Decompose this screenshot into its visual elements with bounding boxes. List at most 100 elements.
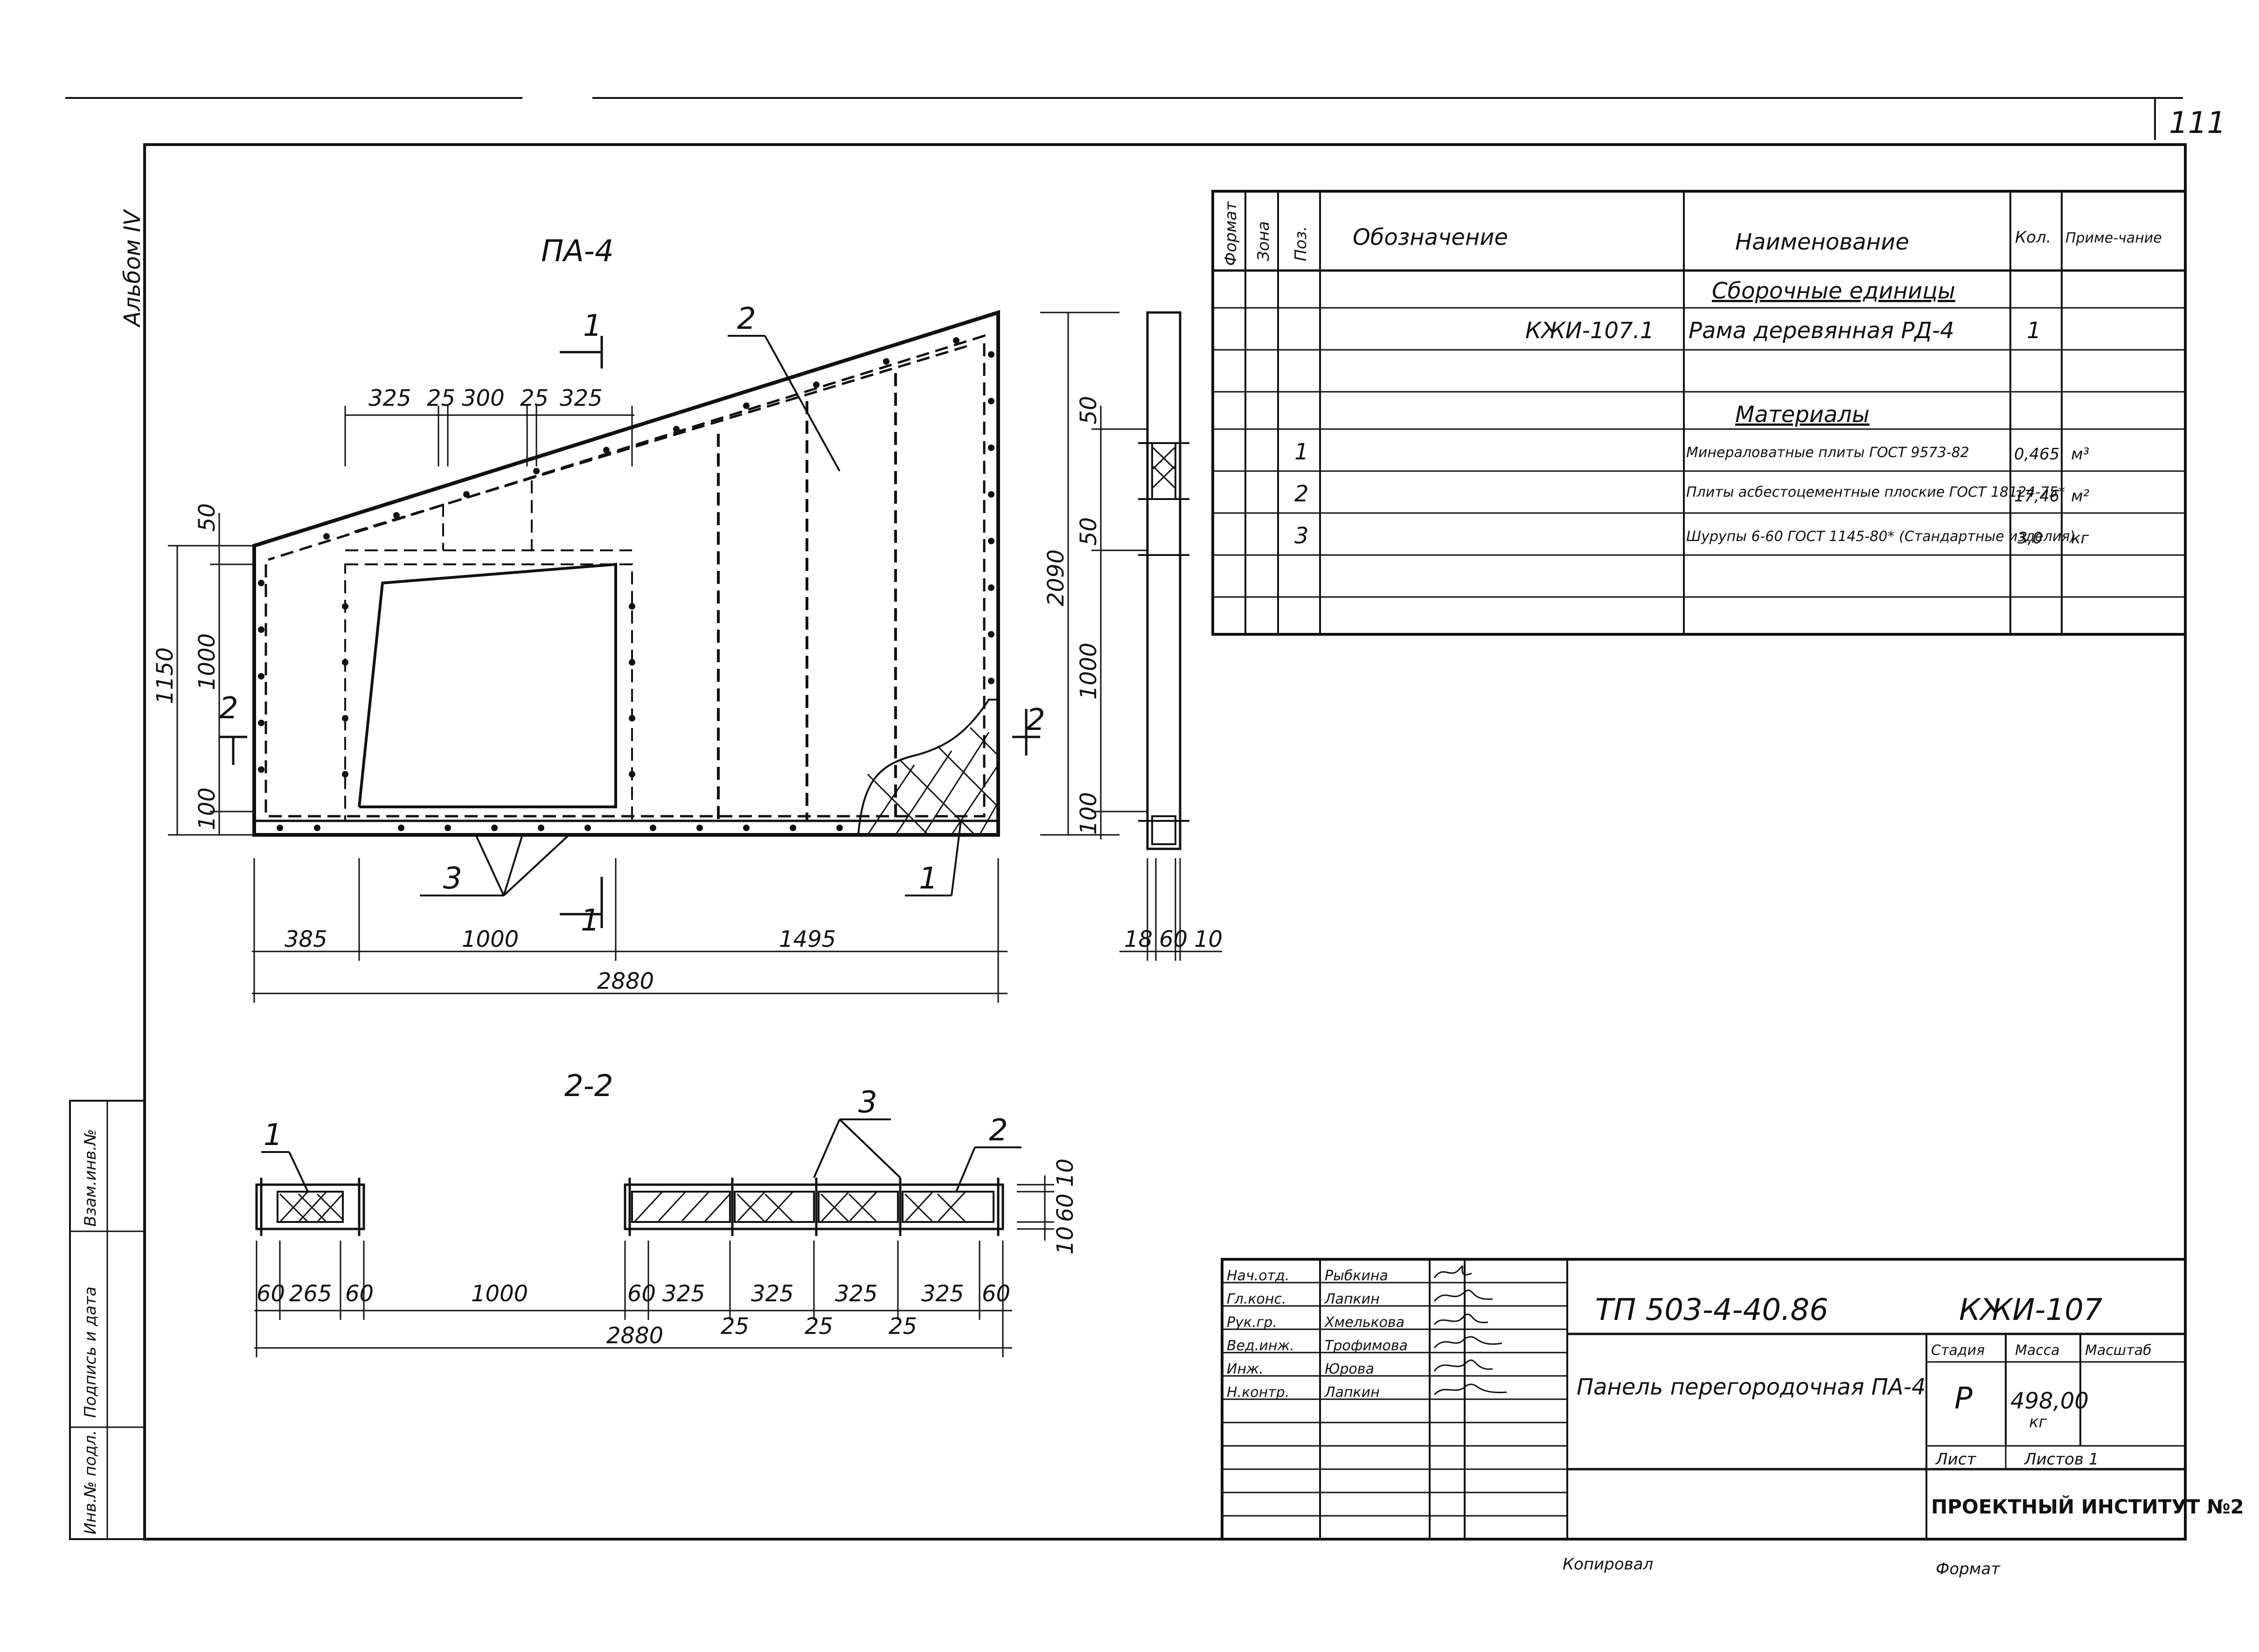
row-designation: КЖИ-107.1 <box>1525 318 1654 344</box>
row-qty: 17,46 <box>2014 487 2059 506</box>
svg-text:10: 10 <box>1052 1159 1078 1187</box>
svg-text:60: 60 <box>1052 1194 1078 1222</box>
svg-text:10: 10 <box>1052 1226 1078 1255</box>
col-format: Формат <box>1222 201 1240 266</box>
section-2-2: 10 60 10 <box>255 1159 1078 1255</box>
signature-scribbles <box>1433 1265 1507 1395</box>
row-note: кг <box>2071 529 2090 548</box>
section-hatch <box>279 1191 966 1223</box>
svg-text:265: 265 <box>289 1281 332 1307</box>
svg-text:1: 1 <box>264 1118 283 1152</box>
spec-table: Формат Зона Поз. Обозначение Наименовани… <box>1211 190 2187 636</box>
top-edge-lines <box>65 97 2183 140</box>
stamp-signature-date: Подпись и дата <box>81 1286 100 1418</box>
album-label: Альбом IV <box>119 209 146 328</box>
elevation-title: ПА-4 <box>541 234 614 269</box>
format-label: Формат <box>1936 1560 2001 1578</box>
svg-text:2: 2 <box>737 302 756 336</box>
col-name: Наименование <box>1735 229 1909 255</box>
sig-role: Гл.конс. <box>1227 1291 1286 1307</box>
screw-dots <box>258 337 994 831</box>
svg-text:60: 60 <box>1159 926 1188 952</box>
insulation-hatch <box>867 727 999 836</box>
svg-text:2090: 2090 <box>1043 549 1069 606</box>
drawing-title: Панель перегородочная ПА-4 <box>1577 1374 1926 1400</box>
row-qty: 0,465 <box>2014 445 2059 464</box>
sig-role: Н.контр. <box>1227 1384 1289 1401</box>
sheets-label: Листов 1 <box>2023 1450 2099 1469</box>
mass-label: Масса <box>2015 1342 2060 1359</box>
svg-text:50: 50 <box>194 503 220 532</box>
sig-name: Юрова <box>1325 1361 1374 1377</box>
stage-label: Стадия <box>1931 1342 1985 1359</box>
sig-name: Лапкин <box>1324 1291 1380 1307</box>
svg-text:100: 100 <box>1076 792 1102 835</box>
svg-text:2880: 2880 <box>597 968 654 994</box>
col-qty: Кол. <box>2015 228 2051 247</box>
svg-text:2: 2 <box>219 691 238 726</box>
scale-label: Масштаб <box>2085 1342 2152 1359</box>
svg-text:50: 50 <box>1076 396 1102 424</box>
section-bottom-dims: 60 265 60 1000 60 325 325 325 325 60 25 … <box>254 1241 1012 1357</box>
svg-text:60: 60 <box>345 1281 374 1307</box>
row-pos: 3 <box>1294 523 1309 549</box>
elevation-right-dim: 2090 <box>1040 312 1119 836</box>
svg-text:60: 60 <box>257 1281 285 1307</box>
side-view: 50 50 1000 100 18 60 10 <box>1076 311 1223 961</box>
row-name: Шурупы 6-60 ГОСТ 1145-80* (Стандартные и… <box>1686 528 2075 545</box>
svg-text:100: 100 <box>194 787 220 830</box>
sig-role: Нач.отд. <box>1227 1268 1289 1284</box>
svg-text:325: 325 <box>368 385 411 411</box>
svg-text:1000: 1000 <box>462 926 519 952</box>
sig-role: Вед.инж. <box>1227 1338 1294 1354</box>
sig-role: Инж. <box>1227 1361 1264 1377</box>
svg-text:300: 300 <box>462 385 505 411</box>
stamp-replace-inv: Взам.инв.№ <box>81 1129 100 1227</box>
sig-name: Хмелькова <box>1324 1314 1404 1331</box>
elevation-callouts: 2 3 1 <box>420 302 962 896</box>
panel-elevation <box>252 310 1000 837</box>
section-mark-2-left: 2 <box>219 691 247 765</box>
svg-text:25: 25 <box>805 1313 833 1340</box>
col-pos: Поз. <box>1292 226 1310 261</box>
sig-name: Трофимова <box>1325 1338 1408 1354</box>
svg-text:2: 2 <box>1026 703 1045 737</box>
side-stamp: Инв.№ подл. Подпись и дата Взам.инв.№ <box>69 1100 146 1540</box>
svg-text:325: 325 <box>662 1281 705 1307</box>
section-mark-1-top: 1 <box>560 309 603 368</box>
row-name: Минераловатные плиты ГОСТ 9573-82 <box>1686 444 1969 461</box>
svg-text:50: 50 <box>1076 517 1102 546</box>
sheet-frame <box>143 143 2187 1541</box>
row-qty: 1 <box>2027 318 2041 344</box>
copied-by: Копировал <box>1563 1555 1653 1574</box>
col-note: Приме-чание <box>2065 230 2162 246</box>
svg-text:60: 60 <box>982 1281 1010 1307</box>
svg-text:2: 2 <box>989 1113 1008 1148</box>
row-name: Рама деревянная РД-4 <box>1689 318 1954 344</box>
col-zone: Зона <box>1254 221 1273 261</box>
section-mark-1-bottom: 1 <box>560 877 603 938</box>
col-designation: Обозначение <box>1353 224 1508 250</box>
row-heading-materials: Материалы <box>1735 402 1870 428</box>
svg-text:1: 1 <box>919 861 938 896</box>
svg-text:1000: 1000 <box>1076 643 1102 700</box>
svg-text:18: 18 <box>1124 926 1153 952</box>
title-block: Нач.отд. Рыбкина Гл.конс. Лапкин Рук.гр.… <box>1221 1258 2244 1541</box>
svg-text:1150: 1150 <box>152 647 178 704</box>
section-mark-2-right: 2 <box>1012 703 1045 756</box>
sig-role: Рук.гр. <box>1227 1314 1277 1331</box>
mass-value: 498,00 <box>2010 1388 2089 1414</box>
row-qty: 3,0 <box>2017 529 2043 548</box>
row-name: Плиты асбестоцементные плоские ГОСТ 1812… <box>1686 484 2065 500</box>
svg-text:325: 325 <box>835 1281 878 1307</box>
svg-text:25: 25 <box>520 385 549 411</box>
elevation-top-dims: 325 25 300 25 325 <box>344 385 634 466</box>
sig-name: Рыбкина <box>1325 1268 1388 1284</box>
row-pos: 1 <box>1294 439 1309 465</box>
sheet-label: Лист <box>1935 1450 1976 1469</box>
svg-text:3: 3 <box>858 1085 877 1120</box>
row-heading-assemblies: Сборочные единицы <box>1712 278 1955 304</box>
row-note: м³ <box>2071 445 2089 464</box>
svg-text:1: 1 <box>581 903 600 938</box>
